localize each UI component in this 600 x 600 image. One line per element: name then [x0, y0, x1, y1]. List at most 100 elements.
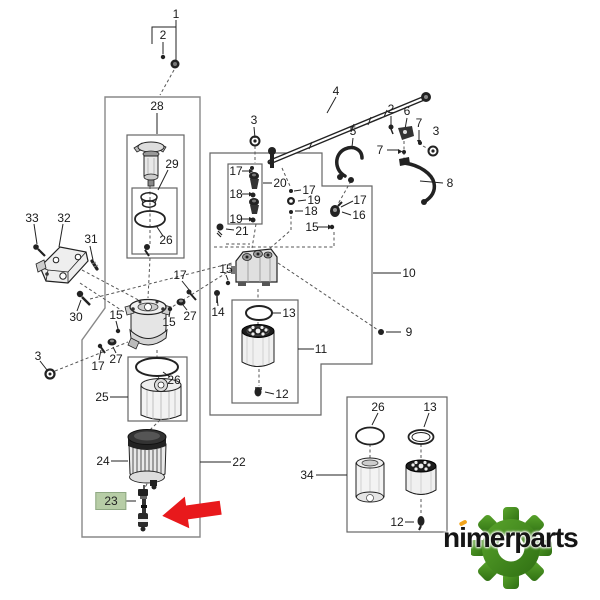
callout-16: 16 [352, 208, 366, 222]
callout-27: 27 [109, 352, 123, 366]
screw-part-33 [33, 244, 46, 257]
callout-2: 2 [159, 28, 167, 42]
callout-24: 24 [96, 454, 110, 468]
callout-8: 8 [446, 176, 454, 190]
callout-18: 18 [304, 204, 318, 218]
spin-on-filter-part-11 [241, 324, 275, 367]
callout-32: 32 [57, 211, 71, 225]
fitting-column-right [287, 189, 343, 230]
callout-1: 1 [172, 7, 180, 21]
callout-21: 21 [235, 224, 249, 238]
valve-part-28-bottom [144, 244, 150, 257]
callout-26: 26 [371, 400, 385, 414]
callout-23-highlighted: 23 [95, 492, 127, 510]
callout-10: 10 [402, 266, 416, 280]
group-box-11 [231, 299, 299, 404]
primer-pump-part-28 [133, 141, 167, 187]
callout-12: 12 [275, 387, 289, 401]
callout-leader-lines [33, 20, 444, 523]
callout-19: 19 [307, 193, 321, 207]
callout-6: 6 [403, 104, 411, 118]
callout-18: 18 [229, 187, 243, 201]
callout-15: 15 [305, 220, 319, 234]
seal-ring-part-29 [140, 192, 158, 208]
callout-9: 9 [405, 325, 413, 339]
callout-17: 17 [173, 268, 187, 282]
callout-33: 33 [25, 211, 39, 225]
group-box-34 [346, 396, 448, 533]
kit-drain-plug-part-12 [417, 516, 425, 531]
clamp-part-5 [335, 145, 364, 183]
callout-12: 12 [390, 515, 404, 529]
callout-7: 7 [376, 143, 384, 157]
bracket-part-32 [35, 246, 89, 284]
callout-34: 34 [300, 468, 314, 482]
callout-14: 14 [211, 305, 225, 319]
callout-13: 13 [423, 400, 437, 414]
callout-7: 7 [415, 116, 423, 130]
o-ring-part-13 [245, 305, 273, 321]
group-box-29 [131, 187, 178, 255]
callout-31: 31 [84, 232, 98, 246]
callout-15: 15 [219, 262, 233, 276]
group-box-10 [209, 152, 373, 416]
o-ring-part-26-upper [134, 210, 166, 228]
group-box-22 [81, 96, 201, 538]
kit-spin-on-filter-part-13 [405, 459, 437, 495]
callout-2: 2 [387, 102, 395, 116]
callout-25: 25 [95, 390, 109, 404]
brand-logo: nimerparts [430, 486, 600, 600]
callout-4: 4 [332, 84, 340, 98]
callout-15: 15 [162, 315, 176, 329]
callout-22: 22 [232, 455, 246, 469]
small-fasteners-mid [97, 280, 231, 354]
callout-15: 15 [109, 308, 123, 322]
bolt-part-1 [160, 54, 180, 69]
kit-o-ring-part-13 [407, 429, 435, 445]
callout-29: 29 [165, 157, 179, 171]
drain-plug-part-12 [254, 387, 262, 397]
callout-17: 17 [229, 164, 243, 178]
callout-19: 19 [229, 212, 243, 226]
valve-kit-parts-20 [249, 166, 259, 223]
callout-17: 17 [353, 193, 367, 207]
callout-13: 13 [282, 306, 296, 320]
callout-28: 28 [150, 99, 164, 113]
brand-name: nimerparts [443, 522, 579, 553]
callout-26: 26 [159, 233, 173, 247]
fuel-line-4 [267, 92, 431, 168]
kit-element-part-26 [355, 457, 385, 503]
bolt-part-21 [216, 223, 224, 238]
o-ring-part-26-element [135, 357, 179, 377]
callout-3: 3 [432, 124, 440, 138]
callout-5: 5 [349, 124, 357, 138]
callout-26: 26 [167, 373, 181, 387]
filter-bowl-part-24 [127, 429, 167, 490]
callout-20: 20 [273, 176, 287, 190]
callout-3: 3 [34, 349, 42, 363]
group-box-20 [227, 163, 263, 225]
highlight-arrow [162, 496, 222, 529]
gear-icon [471, 507, 552, 589]
callout-17: 17 [91, 359, 105, 373]
fitting-cluster-top-right [388, 124, 439, 157]
callout-30: 30 [69, 310, 83, 324]
callout-3: 3 [250, 113, 258, 127]
kit-o-ring-part-26 [355, 426, 385, 446]
water-sensor-part-23 [138, 485, 148, 532]
plug-part-9 [378, 329, 384, 335]
callout-27: 27 [183, 309, 197, 323]
nut-part-3-left [44, 368, 56, 380]
group-box-28 [126, 134, 185, 259]
callout-17: 17 [302, 183, 316, 197]
callout-11: 11 [314, 342, 328, 356]
nut-part-3-top [249, 135, 261, 147]
pump-block-assembly [231, 248, 278, 286]
filter-element-part-25 [140, 378, 182, 420]
filter-head-assembly [124, 298, 172, 350]
bolt-part-30 [76, 290, 91, 306]
pin-part-31 [90, 259, 99, 271]
